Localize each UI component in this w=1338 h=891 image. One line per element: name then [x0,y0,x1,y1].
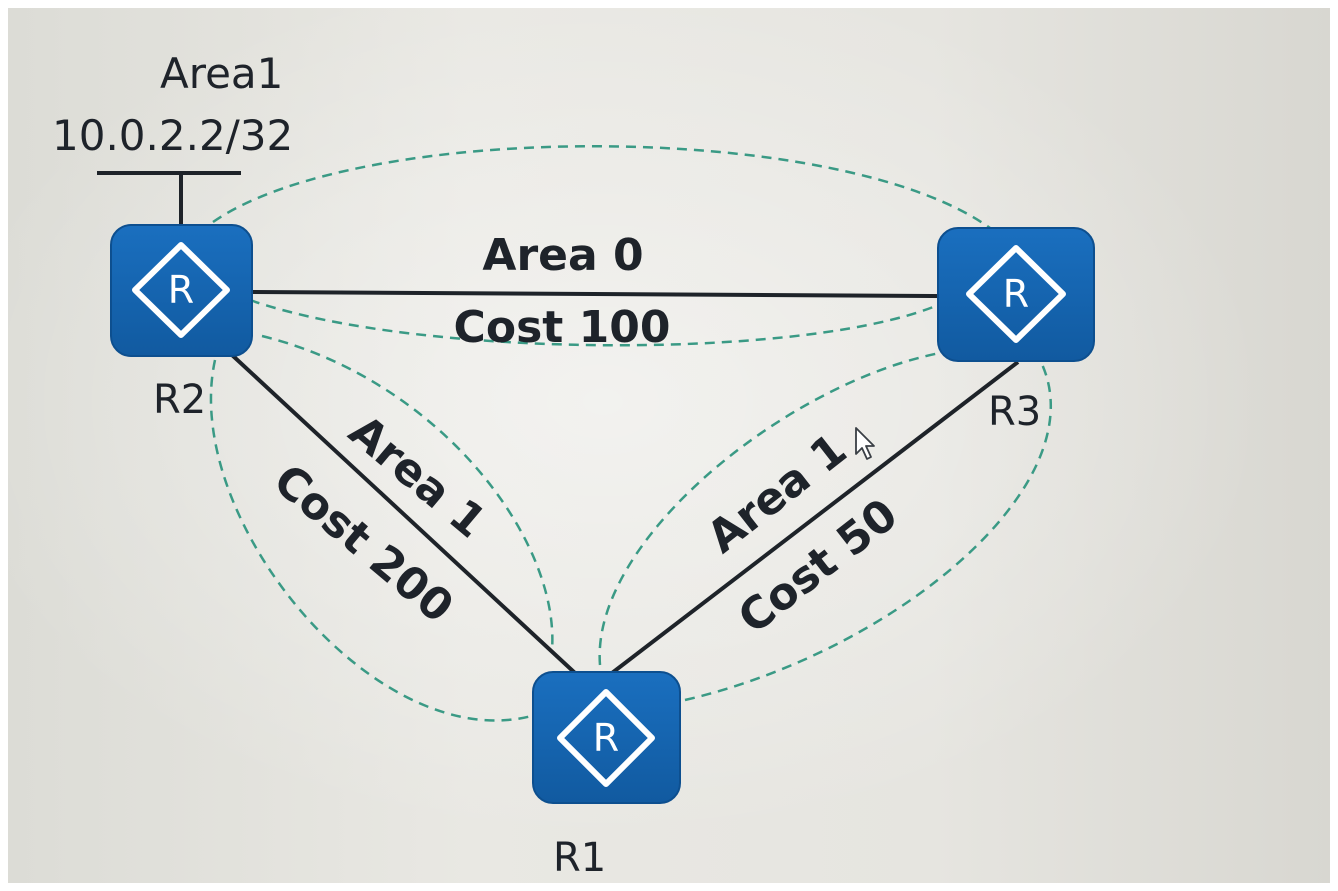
router-r3[interactable]: R R3 [937,227,1095,435]
router-r3-label: R3 [988,389,1041,435]
adjacency-ring-r2-r3-outer [212,145,991,230]
svg-text:R: R [1003,272,1029,316]
link-r1-r3 [610,360,1020,675]
stub-prefix-label: 10.0.2.2/32 [52,111,293,160]
adjacency-ring-r2-r1-outer [209,359,536,722]
link-r2-r3-cost-label: Cost 100 [454,302,671,353]
adjacency-ring-r1-r3-inner [598,350,946,666]
svg-text:R: R [593,716,619,760]
adjacency-rings [209,145,1053,722]
mouse-pointer-icon [855,427,875,460]
svg-text:R: R [168,268,194,312]
adjacency-ring-r1-r3-outer [684,359,1053,702]
router-r1-label: R1 [553,835,606,881]
link-r2-r1 [230,353,577,675]
adjacency-ring-r2-r3-inner [249,298,946,347]
router-r2-label: R2 [153,377,206,423]
router-icon: R [557,689,655,787]
router-r1[interactable]: R R1 [532,671,681,881]
router-icon: R [132,242,230,338]
stub-area-label: Area1 [160,49,283,98]
router-icon: R [966,245,1066,343]
router-r2[interactable]: R R2 [110,224,253,423]
link-r2-r3-area-label: Area 0 [482,230,643,281]
adjacency-ring-r2-r1-inner [261,334,554,651]
stub-network: Area1 10.0.2.2/32 [52,49,293,226]
